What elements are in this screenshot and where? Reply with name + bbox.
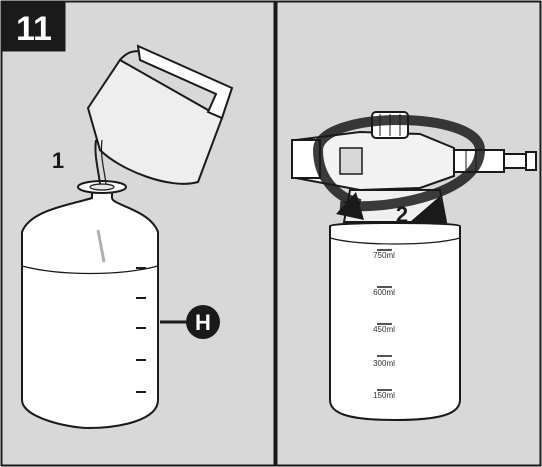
graduation-600: 600ml bbox=[373, 288, 395, 297]
foam-bottle-right bbox=[329, 222, 461, 422]
graduation-750: 750ml bbox=[373, 251, 395, 260]
callout-h: H bbox=[160, 305, 220, 339]
step-number-badge: 11 bbox=[2, 2, 66, 52]
graduation-450: 450ml bbox=[373, 325, 395, 334]
bottle-graduations: 750ml 600ml 450ml 300ml 150ml bbox=[373, 249, 395, 400]
measuring-jug bbox=[86, 44, 234, 185]
step-number: 11 bbox=[16, 10, 52, 48]
step-one-label: 1 bbox=[52, 148, 64, 173]
step-two-label: 2 bbox=[396, 202, 408, 227]
graduation-150: 150ml bbox=[373, 391, 395, 400]
callout-h-label: H bbox=[195, 310, 211, 335]
rotation-arrow bbox=[313, 115, 486, 222]
foam-bottle-left bbox=[21, 180, 159, 430]
graduation-300: 300ml bbox=[373, 359, 395, 368]
